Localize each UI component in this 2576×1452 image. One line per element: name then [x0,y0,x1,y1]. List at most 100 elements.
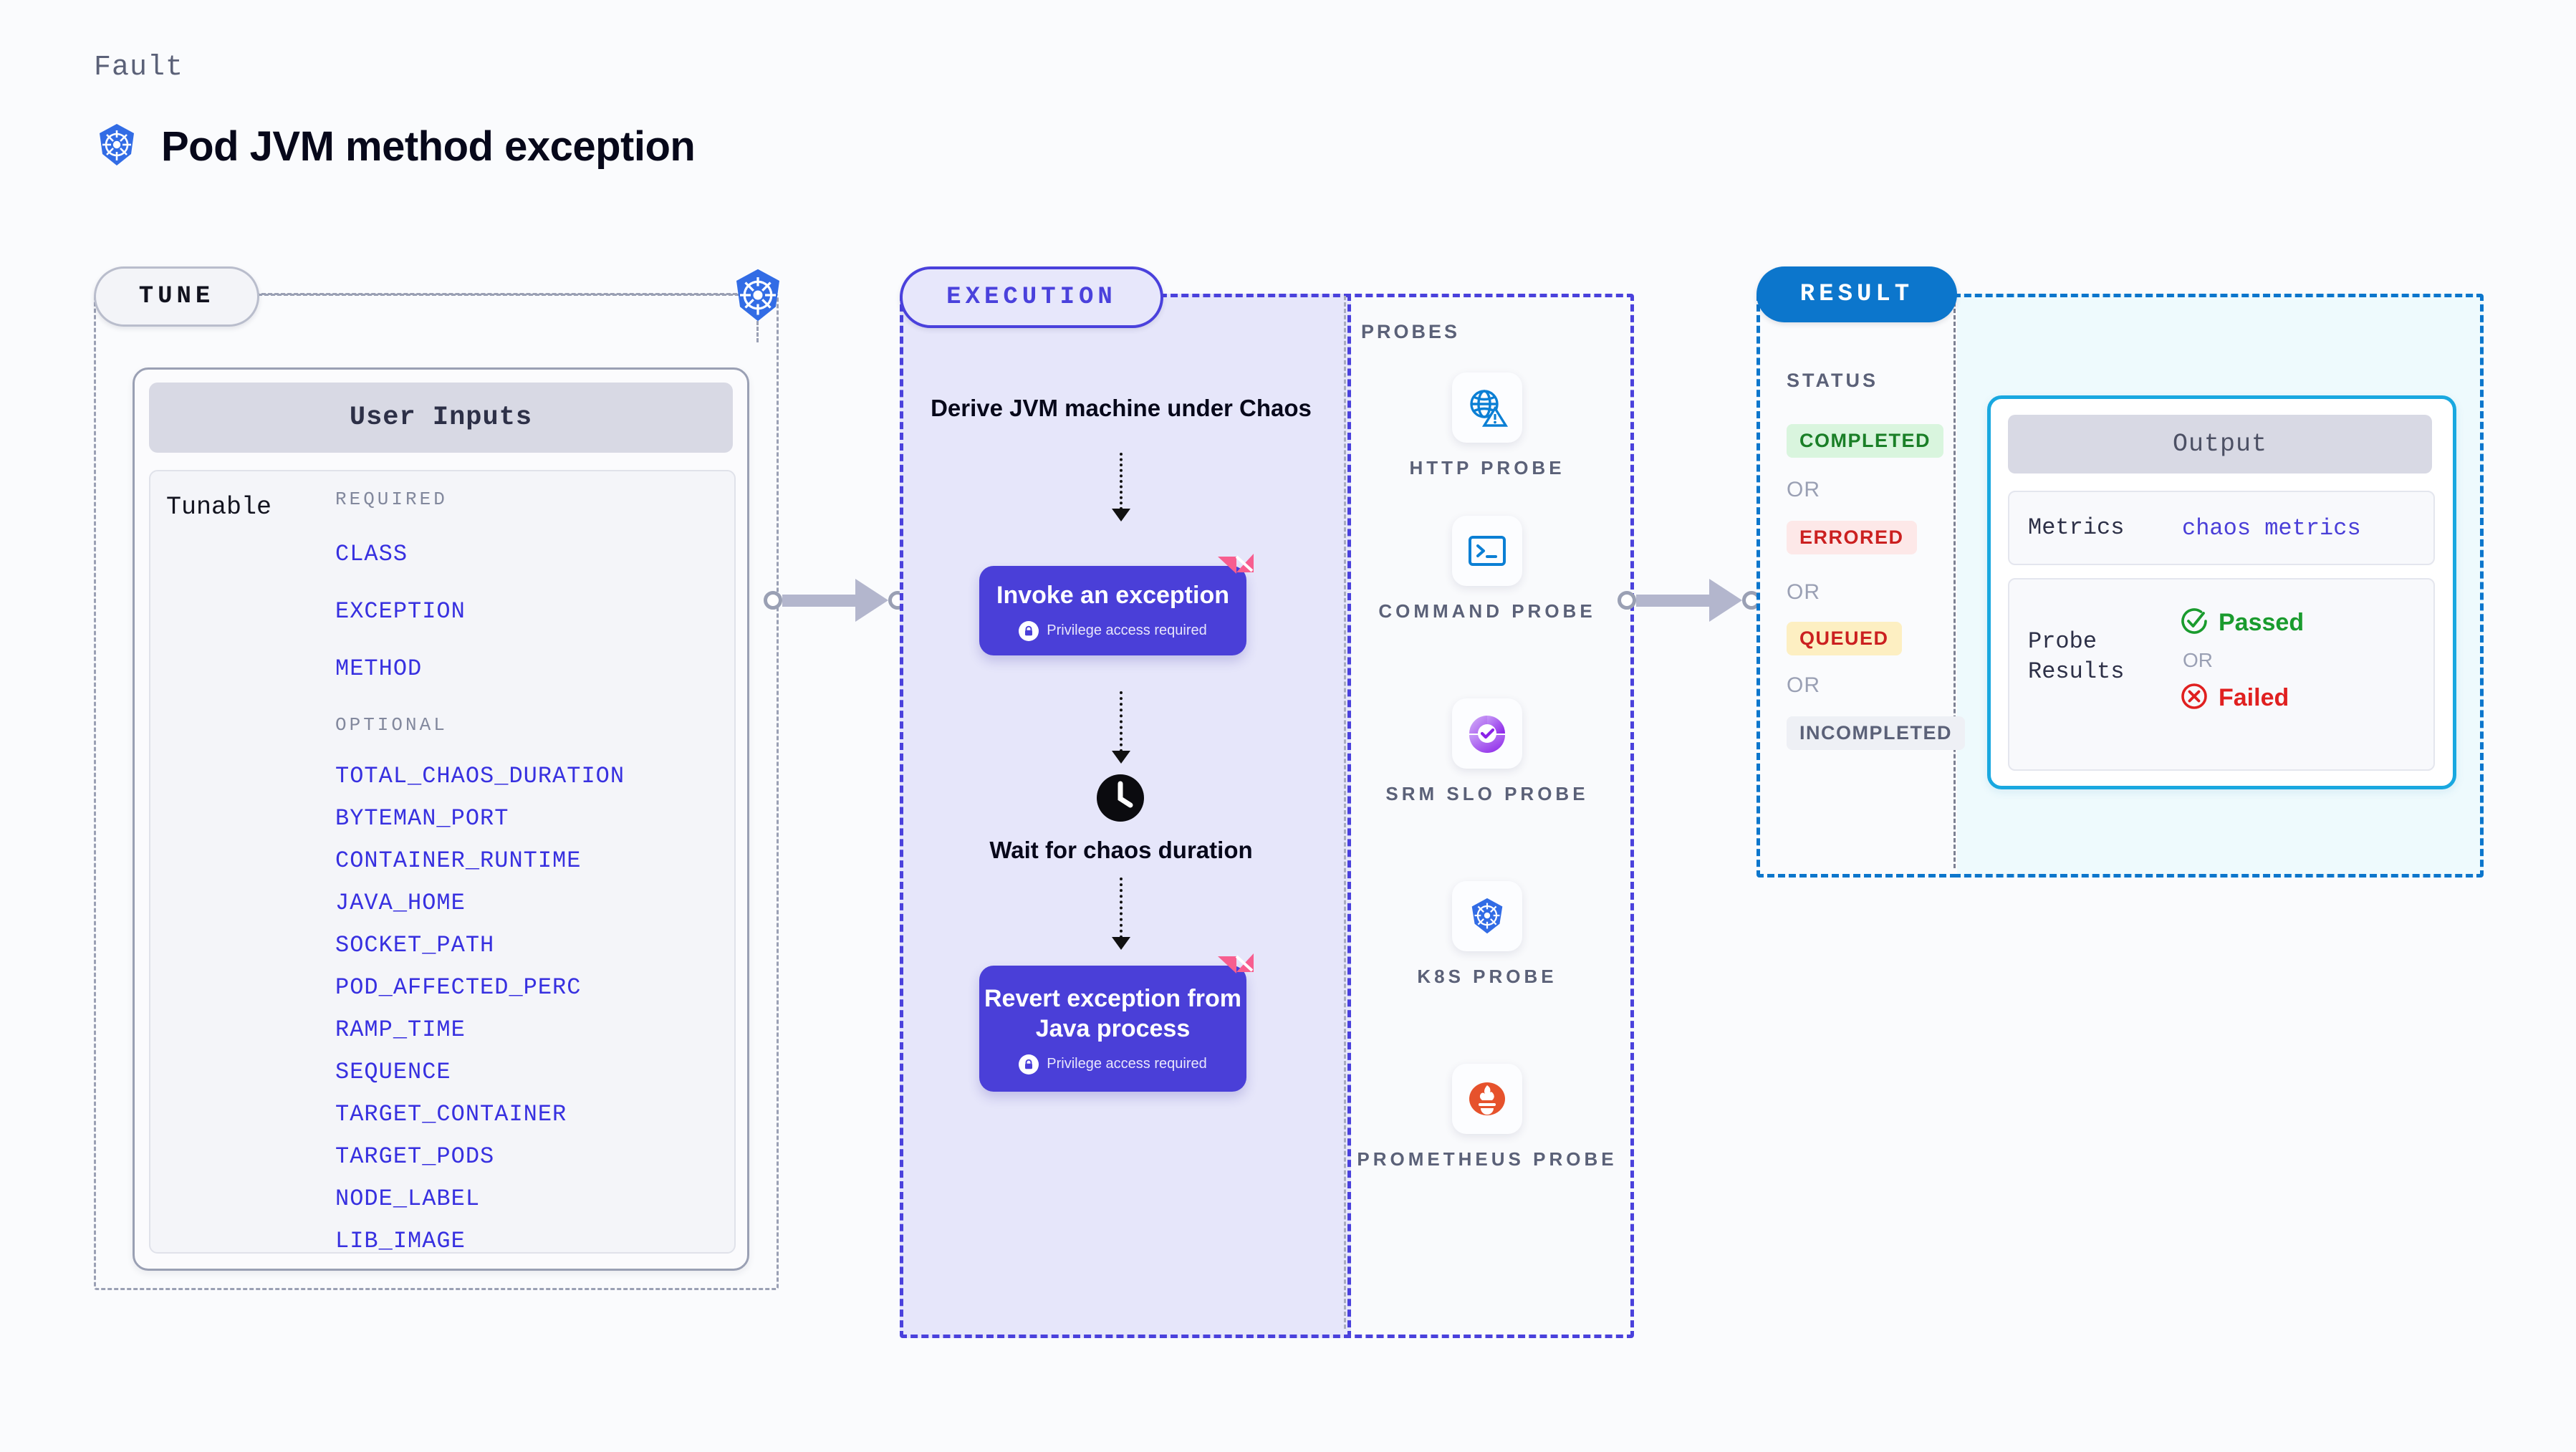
param-item[interactable]: NODE_LABEL [335,1186,481,1212]
flow-arrow-line [1120,691,1125,752]
or-separator-label: OR [2183,649,2213,671]
probe-label: HTTP PROBE [1409,457,1565,479]
probe-label: PROMETHEUS PROBE [1357,1148,1618,1170]
parameter-column: REQUIRED CLASS EXCEPTION METHOD OPTIONAL… [335,489,722,1254]
output-metrics-key: Metrics [2028,514,2125,542]
param-item[interactable]: EXCEPTION [335,598,466,625]
lock-icon [1019,620,1039,641]
param-item[interactable]: TARGET_CONTAINER [335,1101,567,1128]
flow-arrow-head [1112,937,1130,950]
status-badge: INCOMPLETED [1787,716,1966,750]
user-inputs-title: User Inputs [149,383,733,453]
result-output-separator [1953,296,1956,868]
globe-warning-icon [1452,372,1522,443]
clock-icon [1095,772,1146,824]
probe-result-label: Failed [2219,684,2289,711]
lock-icon [1019,1054,1039,1074]
param-item[interactable]: SEQUENCE [335,1059,451,1085]
probe-result-failed: Failed [2180,682,2304,714]
tune-region [94,294,779,1290]
connector-start-dot [764,591,782,610]
param-item[interactable]: POD_AFFECTED_PERC [335,974,582,1001]
param-item[interactable]: CLASS [335,541,408,567]
status-badge: ERRORED [1787,521,1917,554]
probe-item[interactable]: HTTP PROBE [1344,372,1630,481]
result-section-pill[interactable]: RESULT [1756,266,1957,322]
execution-step-revert-card[interactable]: Revert exception from Java process Privi… [979,953,1254,1092]
page-eyebrow-label: Fault [94,52,184,84]
page-title-row: Pod JVM method exception [94,122,696,171]
output-metrics-value[interactable]: chaos metrics [2182,514,2361,542]
step-title: Revert exception from Java process [984,984,1241,1043]
probe-result-label: Passed [2219,609,2305,636]
connector-arrowhead [855,579,888,622]
or-separator-label: OR [1787,478,1820,501]
optional-group-label: OPTIONAL [335,714,448,736]
step-privilege-note: Privilege access required [1019,1054,1207,1074]
execution-section-pill[interactable]: EXECUTION [900,266,1163,328]
tunable-panel: Tunable REQUIRED CLASS EXCEPTION METHOD … [149,470,736,1254]
kubernetes-icon [729,266,787,324]
connector-arrowhead [1709,579,1742,622]
output-card: Output Metrics chaos metrics Probe Resul… [1987,395,2456,789]
optional-param-list: TOTAL_CHAOS_DURATION BYTEMAN_PORT CONTAI… [335,763,722,1254]
user-inputs-card: User Inputs Tunable REQUIRED CLASS EXCEP… [133,367,749,1271]
execution-step-invoke-card[interactable]: Invoke an exception Privilege access req… [979,554,1254,655]
probe-item[interactable]: PROMETHEUS PROBE [1344,1064,1630,1172]
connector-tune-to-execution [764,579,907,622]
tunable-label: Tunable [166,493,272,521]
execution-wait-label: Wait for chaos duration [989,837,1253,863]
output-probe-values: Passed OR Failed [2180,607,2304,714]
slo-gauge-icon [1452,698,1522,769]
param-item[interactable]: TOTAL_CHAOS_DURATION [335,763,625,789]
result-region [1756,294,1957,878]
tune-edge-icon-stub [756,321,759,342]
execution-step-derive-label: Derive JVM machine under Chaos [931,395,1312,421]
param-item[interactable]: RAMP_TIME [335,1016,466,1043]
output-probe-key: Probe Results [2028,628,2125,685]
step-title: Invoke an exception [996,582,1229,610]
param-item[interactable]: LIB_IMAGE [335,1228,466,1254]
param-item[interactable]: TARGET_PODS [335,1143,495,1170]
connector-bar [1636,594,1709,607]
terminal-icon [1452,516,1522,586]
step-privilege-note: Privilege access required [1019,620,1207,641]
param-item[interactable]: BYTEMAN_PORT [335,805,509,832]
probe-item[interactable]: K8S PROBE [1344,881,1630,989]
step-note-text: Privilege access required [1047,622,1207,639]
param-item[interactable]: METHOD [335,655,423,682]
output-card-title: Output [2008,415,2432,473]
output-metrics-row: Metrics chaos metrics [2008,491,2435,565]
flow-arrow-head [1112,509,1130,521]
param-item[interactable]: CONTAINER_RUNTIME [335,847,582,874]
flow-arrow-head [1112,751,1130,764]
probe-item[interactable]: SRM SLO PROBE [1344,698,1630,807]
or-separator-label: OR [1787,580,1820,604]
kubernetes-icon [1452,881,1522,951]
connector-start-dot [1618,591,1636,610]
litmus-logo-icon [1215,952,1256,994]
connector-bar [782,594,855,607]
x-circle-icon [2180,682,2209,714]
status-section-label: STATUS [1787,370,1878,391]
probe-item[interactable]: COMMAND PROBE [1344,516,1630,624]
status-badge: COMPLETED [1787,424,1944,458]
kubernetes-icon [94,122,140,171]
prometheus-icon [1452,1064,1522,1134]
probe-label: K8S PROBE [1417,966,1557,987]
probe-label: SRM SLO PROBE [1385,783,1589,804]
probe-result-passed: Passed [2180,607,2304,639]
param-item[interactable]: JAVA_HOME [335,890,466,916]
required-param-list: CLASS EXCEPTION METHOD [335,541,722,682]
page-title: Pod JVM method exception [161,123,696,170]
or-separator-label: OR [1787,673,1820,697]
connector-execution-to-result [1618,579,1761,622]
probes-region [1344,294,1634,1338]
param-item[interactable]: SOCKET_PATH [335,932,495,958]
probe-label: COMMAND PROBE [1378,600,1596,622]
tune-section-pill[interactable]: TUNE [94,266,259,327]
litmus-logo-icon [1215,552,1256,594]
check-circle-icon [2180,607,2209,639]
execution-probes-separator [1344,296,1346,1329]
status-badge: QUEUED [1787,622,1902,655]
